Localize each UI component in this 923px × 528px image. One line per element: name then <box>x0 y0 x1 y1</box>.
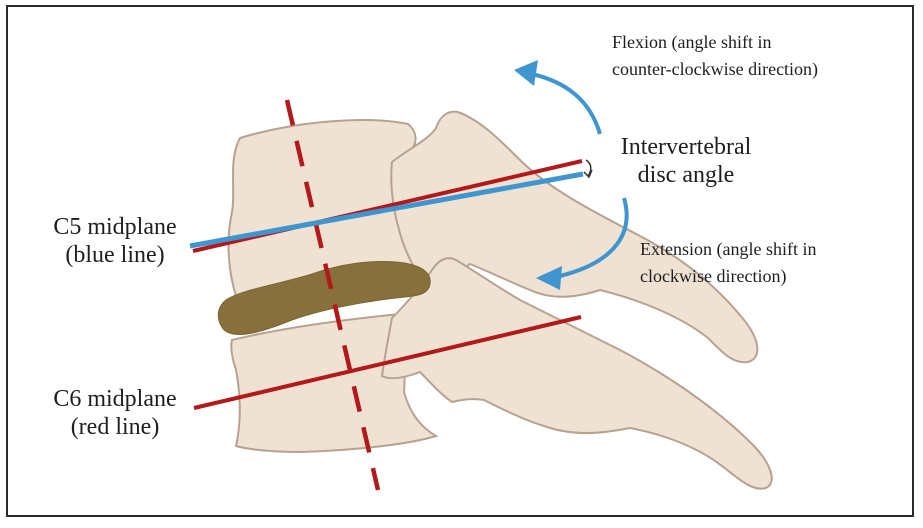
c5-midplane-label-line1: C5 midplane <box>20 214 210 242</box>
c6-midplane-label: C6 midplane (red line) <box>20 386 210 441</box>
extension-label: Extension (angle shift in clockwise dire… <box>640 239 816 286</box>
disc-angle-arrowhead-icon <box>584 170 592 177</box>
extension-label-line2: clockwise direction) <box>640 266 816 287</box>
disc-angle-label-line1: Intervertebral <box>596 134 776 162</box>
extension-label-line1: Extension (angle shift in <box>640 239 816 260</box>
c6-midplane-label-line2: (red line) <box>20 414 210 442</box>
flexion-label-line1: Flexion (angle shift in <box>612 32 818 53</box>
disc-angle-label-line2: disc angle <box>596 162 776 190</box>
c5-midplane-label-line2: (blue line) <box>20 242 210 270</box>
flexion-arrow-icon <box>532 74 600 134</box>
c5-midplane-label: C5 midplane (blue line) <box>20 214 210 269</box>
flexion-label-line2: counter-clockwise direction) <box>612 59 818 80</box>
disc-angle-label: Intervertebral disc angle <box>596 134 776 189</box>
c6-midplane-label-line1: C6 midplane <box>20 386 210 414</box>
flexion-label: Flexion (angle shift in counter-clockwis… <box>612 32 818 79</box>
flexion-arrowhead-icon <box>514 60 538 86</box>
